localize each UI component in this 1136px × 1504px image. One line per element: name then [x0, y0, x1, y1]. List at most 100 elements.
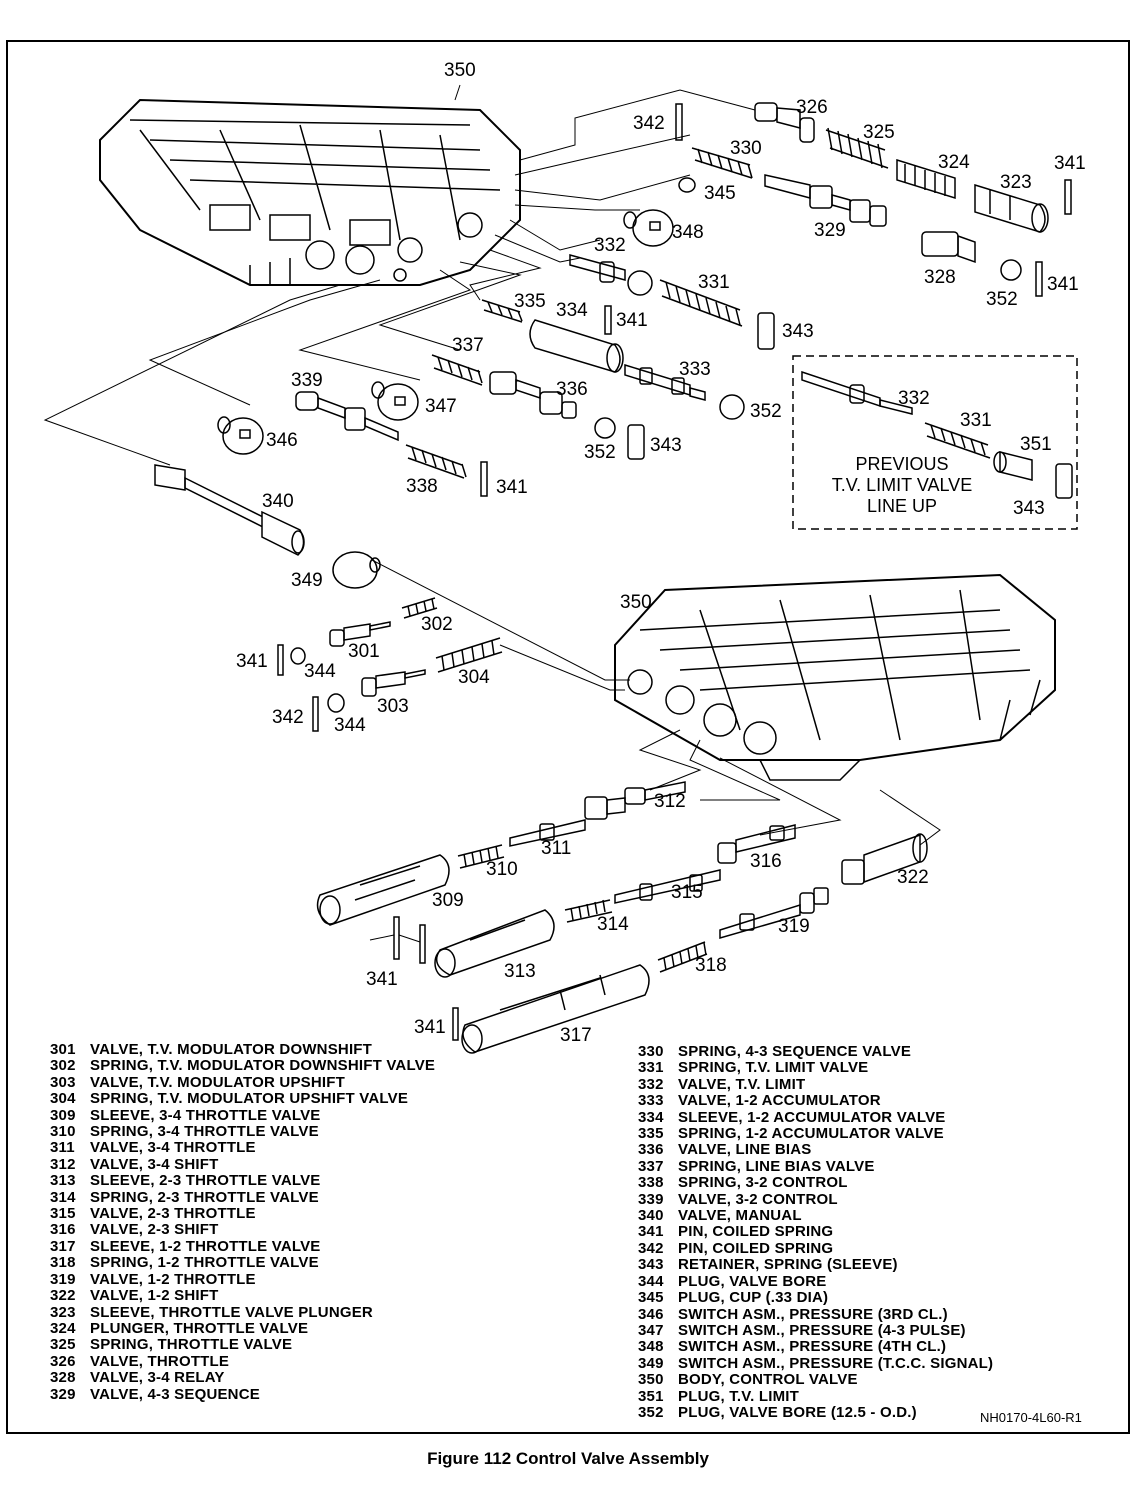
- legend-number: 338: [638, 1174, 664, 1192]
- legend-entry: 325 SPRING, THROTTLE VALVE: [50, 1336, 435, 1354]
- previous-box-line2: T.V. LIMIT VALVE: [832, 475, 972, 495]
- valve-312: [584, 781, 686, 820]
- callout-332: 332: [594, 235, 626, 256]
- spring-335: [481, 299, 523, 323]
- valve-315: [614, 869, 721, 904]
- callout-317: 317: [560, 1025, 592, 1046]
- legend-text: VALVE, 1-2 ACCUMULATOR: [678, 1092, 881, 1110]
- previous-box-line3: LINE UP: [867, 496, 937, 516]
- legend-text: SPRING, T.V. MODULATOR UPSHIFT VALVE: [90, 1090, 409, 1108]
- legend-number: 315: [50, 1205, 76, 1223]
- legend-number: 346: [638, 1305, 664, 1323]
- valve-316: [717, 824, 796, 864]
- legend-text: SLEEVE, 1-2 ACCUMULATOR VALVE: [678, 1108, 946, 1126]
- valve-328: [921, 231, 976, 264]
- callout-350-lower: 350: [620, 592, 652, 613]
- legend-text: VALVE, 1-2 SHIFT: [90, 1287, 219, 1305]
- legend-text: VALVE, T.V. MODULATOR DOWNSHIFT: [90, 1041, 373, 1058]
- valve-319: [719, 887, 829, 939]
- legend-text: PIN, COILED SPRING: [678, 1223, 834, 1241]
- plug-345: [678, 177, 696, 193]
- legend-text: SPRING, THROTTLE VALVE: [90, 1336, 293, 1354]
- plug-344-a: [290, 647, 306, 665]
- legend-number: 319: [50, 1270, 76, 1288]
- callout-310: 310: [486, 859, 518, 880]
- callout-333: 333: [679, 359, 711, 380]
- callout-344: 344: [334, 715, 366, 736]
- legend-text: SWITCH ASM., PRESSURE (T.C.C. SIGNAL): [678, 1354, 994, 1372]
- legend-text: SPRING, 1-2 THROTTLE VALVE: [90, 1254, 319, 1272]
- callout-303: 303: [377, 696, 409, 717]
- legend-text: VALVE, 3-4 RELAY: [90, 1369, 225, 1387]
- callout-349: 349: [291, 570, 323, 591]
- legend-text: VALVE, 3-2 CONTROL: [678, 1190, 838, 1208]
- callout-325: 325: [863, 122, 895, 143]
- valve-322: [841, 833, 928, 885]
- spring-330: [691, 147, 753, 179]
- callout-316: 316: [750, 851, 782, 872]
- legend-text: VALVE, 1-2 THROTTLE: [90, 1270, 256, 1288]
- spring-314: [564, 899, 613, 923]
- legend-text: VALVE, 3-4 SHIFT: [90, 1155, 219, 1173]
- callout-329: 329: [814, 220, 846, 241]
- legend-text: VALVE, 3-4 THROTTLE: [90, 1139, 256, 1157]
- legend-entry: 333 VALVE, 1-2 ACCUMULATOR: [638, 1092, 993, 1110]
- legend-text: PLUG, VALVE BORE (12.5 - O.D.): [678, 1403, 917, 1421]
- retainer-343-a: [757, 312, 775, 350]
- pin-341-d: [480, 461, 488, 497]
- callout-341: 341: [366, 969, 398, 990]
- callout-341: 341: [1047, 274, 1079, 295]
- upper-valve-body: [99, 98, 521, 286]
- callout-352: 352: [584, 442, 616, 463]
- legend-text: SPRING, LINE BIAS VALVE: [678, 1157, 875, 1175]
- callout-340: 340: [262, 491, 294, 512]
- callout-341: 341: [414, 1017, 446, 1038]
- legend-number: 351: [638, 1387, 664, 1405]
- callout-336: 336: [556, 379, 588, 400]
- legend-number: 312: [50, 1155, 76, 1173]
- callout-339: 339: [291, 370, 323, 391]
- callout-338: 338: [406, 476, 438, 497]
- switch-349: [332, 551, 630, 681]
- pin-341-f: [393, 916, 400, 960]
- callout-343: 343: [650, 435, 682, 456]
- spring-331: [659, 279, 743, 327]
- callout-324: 324: [938, 152, 970, 173]
- callout-323: 323: [1000, 172, 1032, 193]
- legend-number: 342: [638, 1239, 664, 1257]
- switch-346: [217, 416, 264, 455]
- spring-310: [457, 844, 505, 869]
- sleeve-309: [316, 854, 450, 926]
- legend-text: VALVE, MANUAL: [678, 1207, 802, 1225]
- pin-341-e: [277, 644, 284, 676]
- switch-348: [623, 209, 674, 247]
- callout-326: 326: [796, 97, 828, 118]
- legend-number: 303: [50, 1073, 76, 1091]
- valve-340-manual: [154, 464, 305, 556]
- legend-number: 334: [638, 1108, 664, 1126]
- legend-number: 325: [50, 1336, 76, 1354]
- legend-number: 328: [50, 1369, 76, 1387]
- legend-number: 341: [638, 1223, 664, 1241]
- legend-number: 301: [50, 1041, 76, 1058]
- plunger-324: [896, 158, 956, 200]
- legend-number: 333: [638, 1092, 664, 1110]
- callout-345: 345: [704, 183, 736, 204]
- legend-number: 310: [50, 1123, 76, 1141]
- valve-326: [754, 102, 815, 143]
